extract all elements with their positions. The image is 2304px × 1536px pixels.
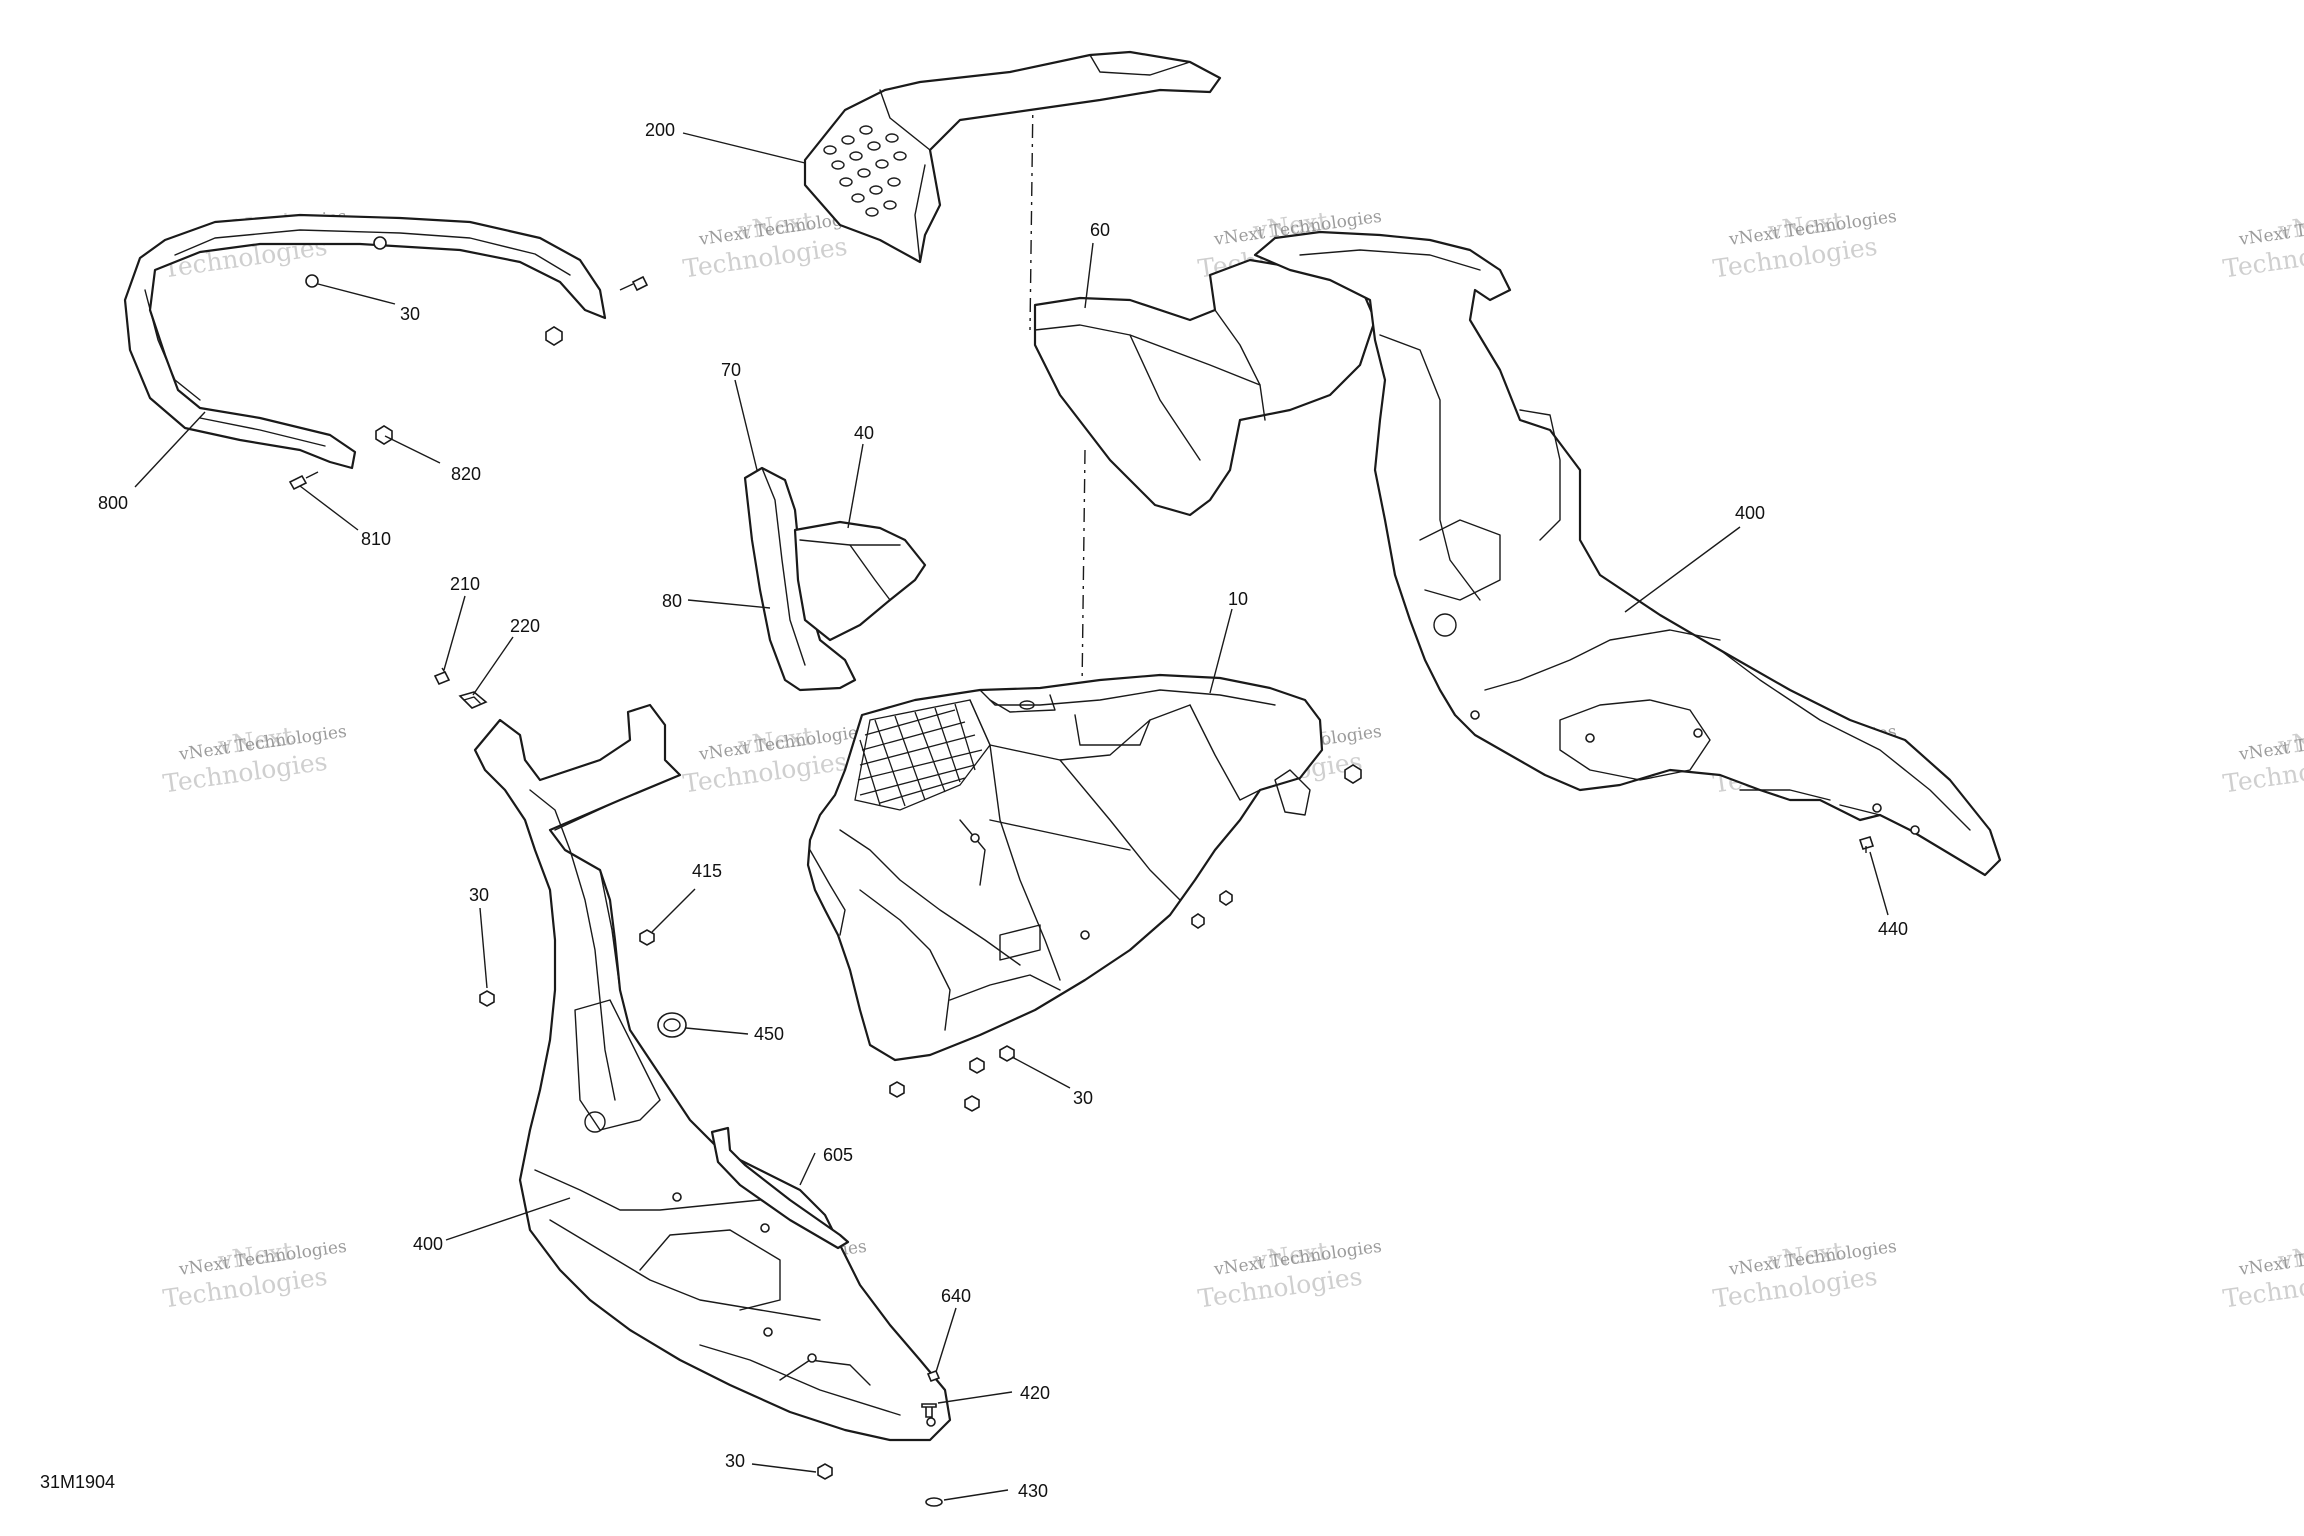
assembly-line-mid [1081, 449, 1086, 691]
part-10-console [806, 673, 1324, 1062]
part-400-right-panel [1253, 230, 2002, 877]
fastener-console-side [1191, 764, 1362, 929]
callout-800: 800 [98, 493, 128, 513]
part-40-duct-cover [793, 520, 927, 642]
assembly-line-top [1029, 94, 1034, 331]
watermark: Technologies vNext vNext Technologies [1711, 206, 1898, 283]
callout-220: 220 [510, 616, 540, 636]
part-800-handle [123, 213, 607, 470]
callout-420: 420 [1020, 1383, 1050, 1403]
callout-440: 440 [1878, 919, 1908, 939]
callout-40: 40 [854, 423, 874, 443]
fastener-640 [926, 1369, 941, 1383]
callout-80: 80 [662, 591, 682, 611]
callout-10: 10 [1228, 589, 1248, 609]
part-60-panel [1033, 258, 1377, 517]
fastener-420 [921, 1403, 937, 1418]
fastener-nut-top [545, 326, 563, 346]
callout-810: 810 [361, 529, 391, 549]
grille-mesh [854, 699, 991, 811]
watermark: Technologies vNext vNext Technologies [2221, 206, 2304, 283]
watermark: Technologies vNext vNext Technologies [1711, 1236, 1898, 1313]
part-605-strip [710, 1126, 850, 1250]
fastener-30-top [305, 274, 319, 288]
figure-id: 31M1904 [40, 1472, 115, 1492]
callout-30-left: 30 [469, 885, 489, 905]
callout-450: 450 [754, 1024, 784, 1044]
callout-200: 200 [645, 120, 675, 140]
callout-70: 70 [721, 360, 741, 380]
watermark: Technologies vNext vNext Technologies [161, 1236, 348, 1313]
watermark: Technologies vNext vNext Technologies [2221, 721, 2304, 798]
callout-210: 210 [450, 574, 480, 594]
fastener-30-bottom [817, 1463, 833, 1480]
part-200-deflector [803, 50, 1222, 264]
callout-430: 430 [1018, 1481, 1048, 1501]
grommet-450 [657, 1012, 687, 1038]
callout-60: 60 [1090, 220, 1110, 240]
fastener-820 [375, 425, 393, 445]
vent-holes [823, 125, 907, 217]
callout-30-top: 30 [400, 304, 420, 324]
callout-30-mid: 30 [1073, 1088, 1093, 1108]
watermark: Technologies vNext vNext Technologies [2221, 1236, 2304, 1313]
watermark: Technologies vNext vNext Technologies [161, 721, 348, 798]
fasteners-30-mid [889, 1045, 1015, 1112]
callout-415: 415 [692, 861, 722, 881]
fastener-415 [639, 929, 655, 946]
callout-640: 640 [941, 1286, 971, 1306]
callout-400-left: 400 [413, 1234, 443, 1254]
callout-30-bottom: 30 [725, 1451, 745, 1471]
leader-lines [134, 132, 1889, 1501]
watermark: Technologies vNext vNext Technologies [681, 206, 868, 283]
fastener-440 [1858, 836, 1875, 853]
washer-430 [925, 1497, 943, 1507]
callout-605: 605 [823, 1145, 853, 1165]
clip-220 [458, 691, 488, 709]
callout-labels: 200 60 30 800 820 810 70 40 80 10 400 44… [98, 120, 1908, 1501]
callout-400-right: 400 [1735, 503, 1765, 523]
fastener-810 [288, 471, 319, 491]
fastener-bolt-top [619, 275, 649, 292]
callout-820: 820 [451, 464, 481, 484]
watermark: Technologies vNext vNext Technologies [1196, 1236, 1383, 1313]
fastener-30-left [479, 990, 495, 1007]
fastener-210 [433, 667, 451, 686]
